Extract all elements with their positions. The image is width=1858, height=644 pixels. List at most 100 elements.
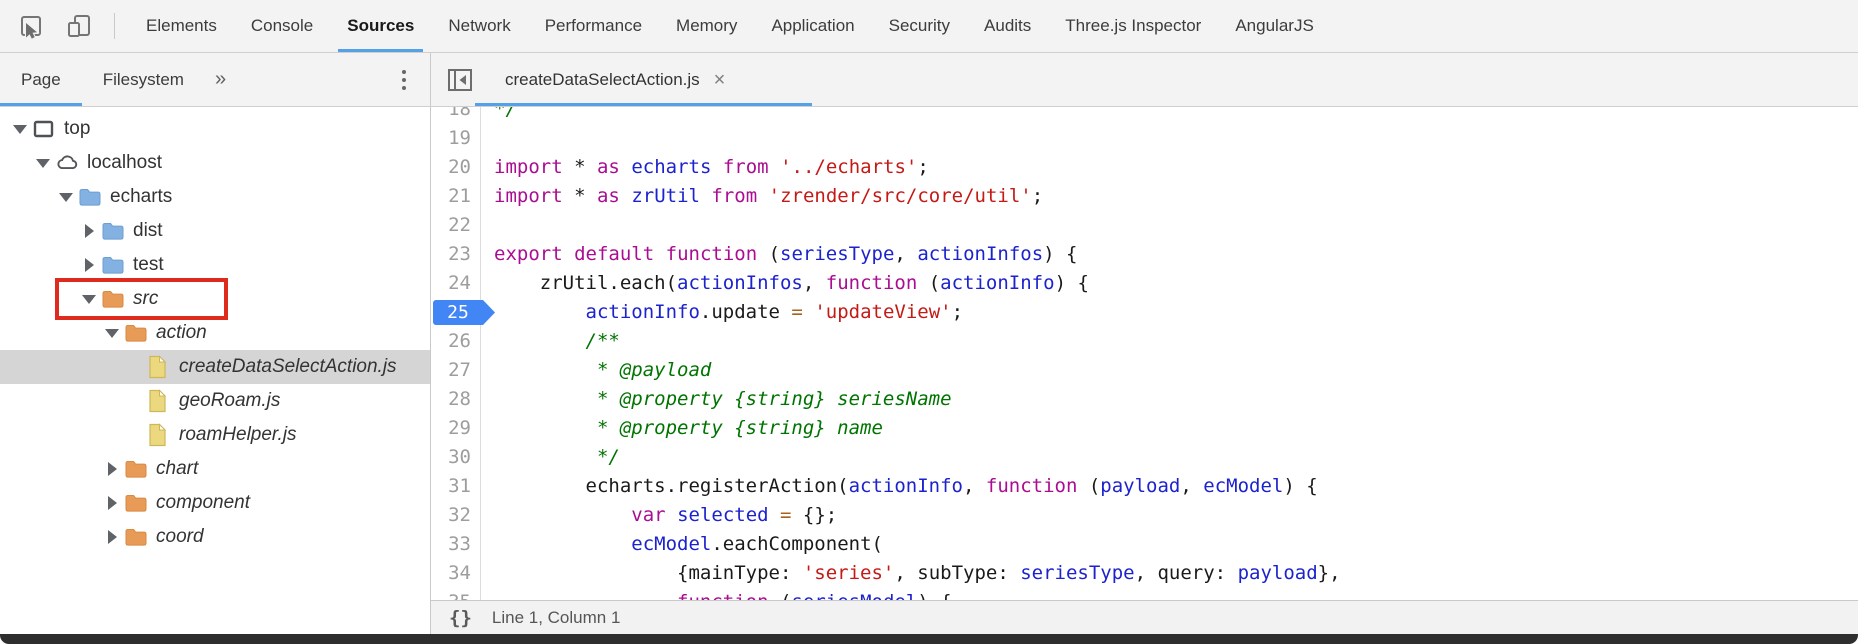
tree-item-component[interactable]: component (0, 486, 430, 520)
device-toolbar-icon[interactable] (62, 9, 96, 43)
chevron-down-icon[interactable] (79, 294, 99, 304)
tab-sources[interactable]: Sources (330, 0, 431, 52)
tree-item-echarts[interactable]: echarts (0, 180, 430, 214)
chevron-down-icon[interactable] (10, 124, 30, 134)
navigator-header: Page Filesystem » (0, 53, 431, 106)
line-number[interactable]: 24 (431, 269, 481, 298)
code-line-19: 19 (431, 124, 1858, 153)
line-number[interactable]: 28 (431, 385, 481, 414)
window-bottom-edge (0, 634, 1858, 644)
folder-orange-icon (124, 491, 148, 515)
code-line-35: 35 function (seriesModel) { (431, 588, 1858, 600)
code-line-text: import * as echarts from '../echarts'; (494, 156, 929, 178)
frame-icon (32, 117, 56, 141)
code-line-34: 34 {mainType: 'series', subType: seriesT… (431, 559, 1858, 588)
tree-item-georoam-js[interactable]: geoRoam.js (0, 384, 430, 418)
chevron-down-icon[interactable] (33, 158, 53, 168)
line-number[interactable]: 27 (431, 356, 481, 385)
line-number[interactable]: 33 (431, 530, 481, 559)
tab-angularjs[interactable]: AngularJS (1235, 16, 1314, 35)
editor-tab-row: createDataSelectAction.js × (431, 53, 1858, 106)
tab-three-js-inspector[interactable]: Three.js Inspector (1065, 16, 1202, 35)
chevron-right-icon[interactable] (102, 462, 122, 476)
code-line-text: export default function (seriesType, act… (494, 243, 1078, 265)
chevron-right-icon[interactable] (102, 496, 122, 510)
tree-item-label: component (156, 492, 251, 513)
hide-navigator-icon[interactable] (445, 65, 475, 95)
tree-item-action[interactable]: action (0, 316, 430, 350)
code-line-text: */ (494, 446, 620, 468)
line-number[interactable]: 34 (431, 559, 481, 588)
tab-elements[interactable]: Elements (146, 16, 217, 35)
code-line-text: var selected = {}; (631, 504, 838, 526)
code-line-text: {mainType: 'series', subType: seriesType… (494, 562, 1341, 584)
folder-blue-icon (78, 185, 102, 209)
code-line-22: 22 (431, 211, 1858, 240)
file-icon (147, 389, 171, 413)
code-line-text: * @property {string} name (494, 417, 883, 439)
line-number[interactable]: 32 (431, 501, 481, 530)
navigator-tab-filesystem[interactable]: Filesystem (102, 70, 184, 89)
line-number[interactable]: 18 (431, 107, 481, 124)
file-tab-createdataselectaction[interactable]: createDataSelectAction.js × (475, 53, 812, 106)
tab-security[interactable]: Security (888, 16, 951, 35)
tree-item-label: roamHelper.js (179, 424, 297, 445)
line-number[interactable]: 35 (431, 588, 481, 600)
pretty-print-icon[interactable]: {} (449, 606, 472, 629)
close-icon[interactable]: × (713, 68, 726, 91)
line-number[interactable]: 26 (431, 327, 481, 356)
code-line-text: import * as zrUtil from 'zrender/src/cor… (494, 185, 1044, 207)
line-number[interactable]: 23 (431, 240, 481, 269)
tab-audits[interactable]: Audits (984, 16, 1032, 35)
more-tabs-chevron-icon[interactable]: » (214, 68, 227, 90)
tree-item-label: src (133, 288, 159, 309)
tab-network[interactable]: Network (448, 16, 511, 35)
line-number[interactable]: 25 (431, 298, 495, 327)
code-line-text: */ (494, 107, 517, 120)
tree-item-top[interactable]: top (0, 112, 430, 146)
kebab-menu-icon[interactable] (396, 64, 412, 96)
tab-application[interactable]: Application (771, 16, 855, 35)
main-tab-strip: Elements Console Sources Network Performance… (129, 0, 1331, 52)
tree-item-roamhelper-js[interactable]: roamHelper.js (0, 418, 430, 452)
navigator-tab-page[interactable]: Page (0, 53, 82, 106)
execution-line-badge: 25 (433, 300, 495, 325)
line-number[interactable]: 22 (431, 211, 481, 240)
folder-orange-icon (124, 321, 148, 345)
tree-item-createdataselectaction-js[interactable]: createDataSelectAction.js (0, 350, 430, 384)
tab-performance[interactable]: Performance (544, 16, 643, 35)
editor-status-bar: {} Line 1, Column 1 (431, 600, 1858, 634)
chevron-right-icon[interactable] (102, 530, 122, 544)
code-line-text: function (seriesModel) { (481, 588, 952, 600)
tree-item-chart[interactable]: chart (0, 452, 430, 486)
cloud-icon (55, 151, 79, 175)
line-number[interactable]: 29 (431, 414, 481, 443)
line-number[interactable]: 19 (431, 124, 481, 153)
tree-item-src[interactable]: src (0, 278, 430, 320)
inspect-element-icon[interactable] (14, 9, 48, 43)
line-number[interactable]: 30 (431, 443, 481, 472)
chevron-down-icon[interactable] (56, 192, 76, 202)
line-number[interactable]: 20 (431, 153, 481, 182)
code-line-text (481, 124, 494, 153)
tree-item-localhost[interactable]: localhost (0, 146, 430, 180)
navigator-tab-strip: Page Filesystem (0, 53, 205, 106)
code-line-25: 25 actionInfo.update = 'updateView'; (431, 298, 1858, 327)
line-number[interactable]: 31 (431, 472, 481, 501)
tab-memory[interactable]: Memory (676, 16, 738, 35)
tree-item-label: localhost (87, 152, 162, 173)
tree-item-test[interactable]: test (0, 248, 430, 282)
code-line-text: zrUtil.each(actionInfos, function (actio… (494, 272, 1089, 294)
code-line-text (481, 211, 494, 240)
chevron-down-icon[interactable] (102, 328, 122, 338)
chevron-right-icon[interactable] (79, 224, 99, 238)
code-line-26: 26 /** (431, 327, 1858, 356)
code-line-text: /** (494, 330, 620, 352)
tree-item-dist[interactable]: dist (0, 214, 430, 248)
line-number[interactable]: 21 (431, 182, 481, 211)
chevron-right-icon[interactable] (79, 258, 99, 272)
tab-console[interactable]: Console (250, 16, 314, 35)
tree-item-coord[interactable]: coord (0, 520, 430, 554)
